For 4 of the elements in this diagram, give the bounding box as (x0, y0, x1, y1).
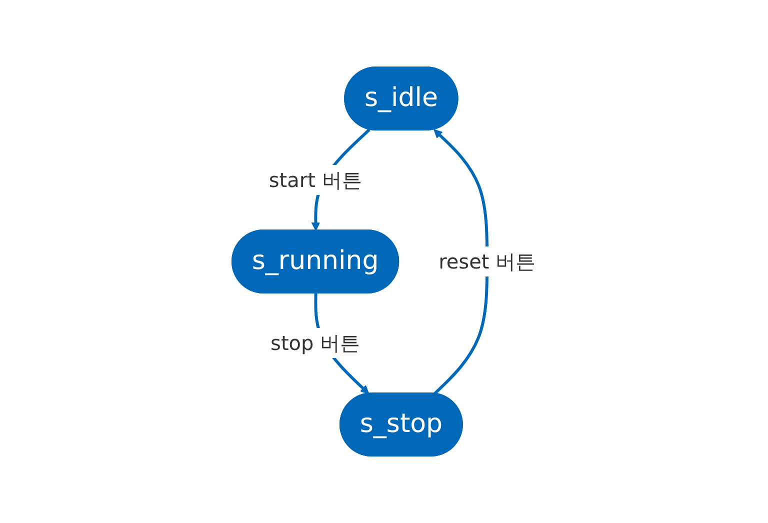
edge-label: start 버튼 (269, 168, 362, 192)
edge-label: stop 버튼 (270, 330, 360, 355)
edge-label: reset 버튼 (438, 250, 536, 274)
arrow (434, 129, 489, 395)
